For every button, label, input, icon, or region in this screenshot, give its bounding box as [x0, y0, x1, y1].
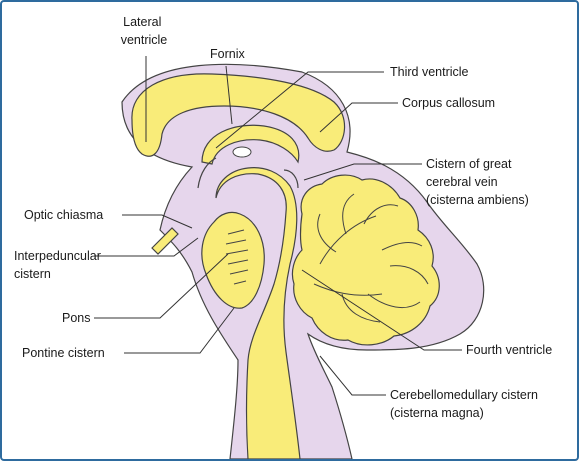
label-line: cistern: [14, 267, 51, 281]
label-lateral-ventricle: Lateral ventricle: [121, 15, 168, 47]
label-cerebellomedullary-cistern: Cerebellomedullary cistern (cisterna mag…: [390, 388, 541, 420]
leader-lines: [94, 56, 462, 396]
optic-chiasma-shape: [151, 227, 179, 255]
label-line: ventricle: [121, 33, 168, 47]
leader-cerebellomedullary: [319, 355, 386, 396]
corpus-callosum-shape: [201, 124, 300, 165]
label-cistern-great-cerebral-vein: Cistern of great cerebral vein (cisterna…: [426, 157, 529, 207]
leader-pontine-cistern: [124, 307, 235, 354]
label-line: cerebral vein: [426, 175, 498, 189]
label-line: (cisterna magna): [390, 406, 484, 420]
pons-shape: [201, 211, 265, 309]
label-interpeduncular-cistern: Interpeduncular cistern: [14, 249, 104, 281]
label-line: Interpeduncular: [14, 249, 101, 263]
leader-pons: [94, 253, 229, 319]
leader-optic-chiasma: [122, 214, 193, 229]
leader-fourth-ventricle: [301, 269, 462, 351]
label-corpus-callosum: Corpus callosum: [402, 96, 495, 110]
leader-third-ventricle: [215, 71, 384, 149]
label-line: Lateral: [123, 15, 161, 29]
third-ventricle-shape: [197, 157, 299, 189]
leader-interpeduncular: [94, 237, 199, 257]
label-fourth-ventricle: Fourth ventricle: [466, 343, 552, 357]
label-line: Cerebellomedullary cistern: [390, 388, 538, 402]
brainstem-shape: [215, 167, 301, 459]
leader-fornix: [225, 65, 233, 125]
label-line: (cisterna ambiens): [426, 193, 529, 207]
leader-corpus-callosum: [319, 102, 398, 133]
cerebellum-shape: [291, 174, 440, 346]
label-optic-chiasma: Optic chiasma: [24, 208, 103, 222]
interventricular-foramen: [232, 146, 252, 158]
label-line: Cistern of great: [426, 157, 512, 171]
label-fornix: Fornix: [210, 47, 245, 61]
label-pons: Pons: [62, 311, 91, 325]
leader-cistern-great-vein: [303, 163, 422, 181]
label-third-ventricle: Third ventricle: [390, 65, 469, 79]
label-pontine-cistern: Pontine cistern: [22, 346, 105, 360]
lateral-ventricle-shape: [131, 73, 346, 157]
cerebellum-folia: [313, 193, 429, 323]
pons-striations: [225, 229, 249, 285]
